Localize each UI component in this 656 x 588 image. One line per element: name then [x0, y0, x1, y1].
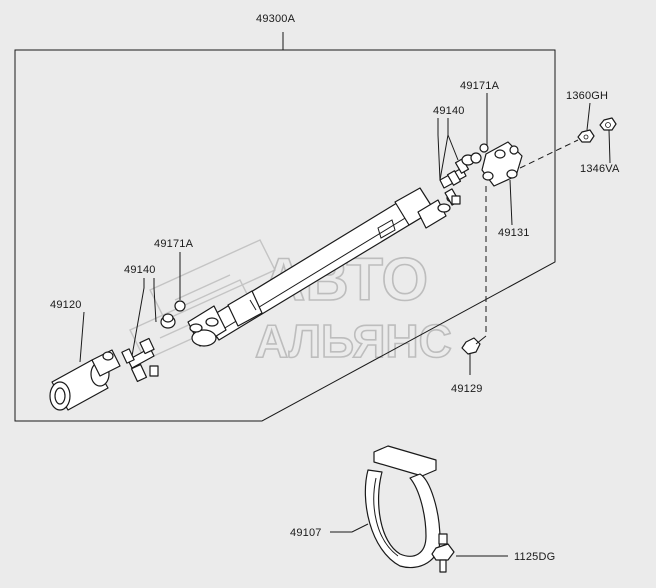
slip-yoke-49120 — [49, 349, 121, 411]
label-49129: 49129 — [451, 383, 483, 395]
front-bearing-cups — [160, 300, 186, 329]
part-labels: 49171A 49140 1360GH 1346VA 49131 49171A … — [50, 80, 620, 563]
rear-spider-49140 — [439, 158, 470, 206]
label-49171A-top: 49171A — [460, 80, 500, 92]
label-1360GH: 1360GH — [566, 90, 608, 102]
nut-1360GH — [577, 129, 595, 143]
rear-bearing-cups — [461, 143, 489, 166]
bolt-49129 — [461, 335, 487, 355]
hanger-bracket-49107 — [364, 445, 441, 569]
label-49131: 49131 — [498, 227, 530, 239]
rear-flange-yoke-49131 — [481, 141, 523, 187]
label-49171A-mid: 49171A — [154, 238, 194, 250]
label-1346VA: 1346VA — [580, 163, 620, 175]
bolt-1125DG — [431, 533, 455, 573]
label-1125DG: 1125DG — [514, 551, 555, 563]
assembly-frame: 49300A — [14, 13, 556, 422]
label-49107: 49107 — [290, 527, 322, 539]
washer-1346VA — [599, 117, 617, 131]
label-49120: 49120 — [50, 299, 82, 311]
label-49140-top: 49140 — [433, 105, 465, 117]
front-yoke — [187, 305, 227, 347]
watermark-text-line2: АЛЬЯНС — [255, 315, 452, 367]
front-spider-49140 — [121, 337, 159, 383]
label-49300A: 49300A — [256, 13, 296, 25]
leader-lines — [79, 93, 611, 557]
label-49140-mid: 49140 — [124, 264, 156, 276]
rear-centerline — [519, 139, 579, 169]
